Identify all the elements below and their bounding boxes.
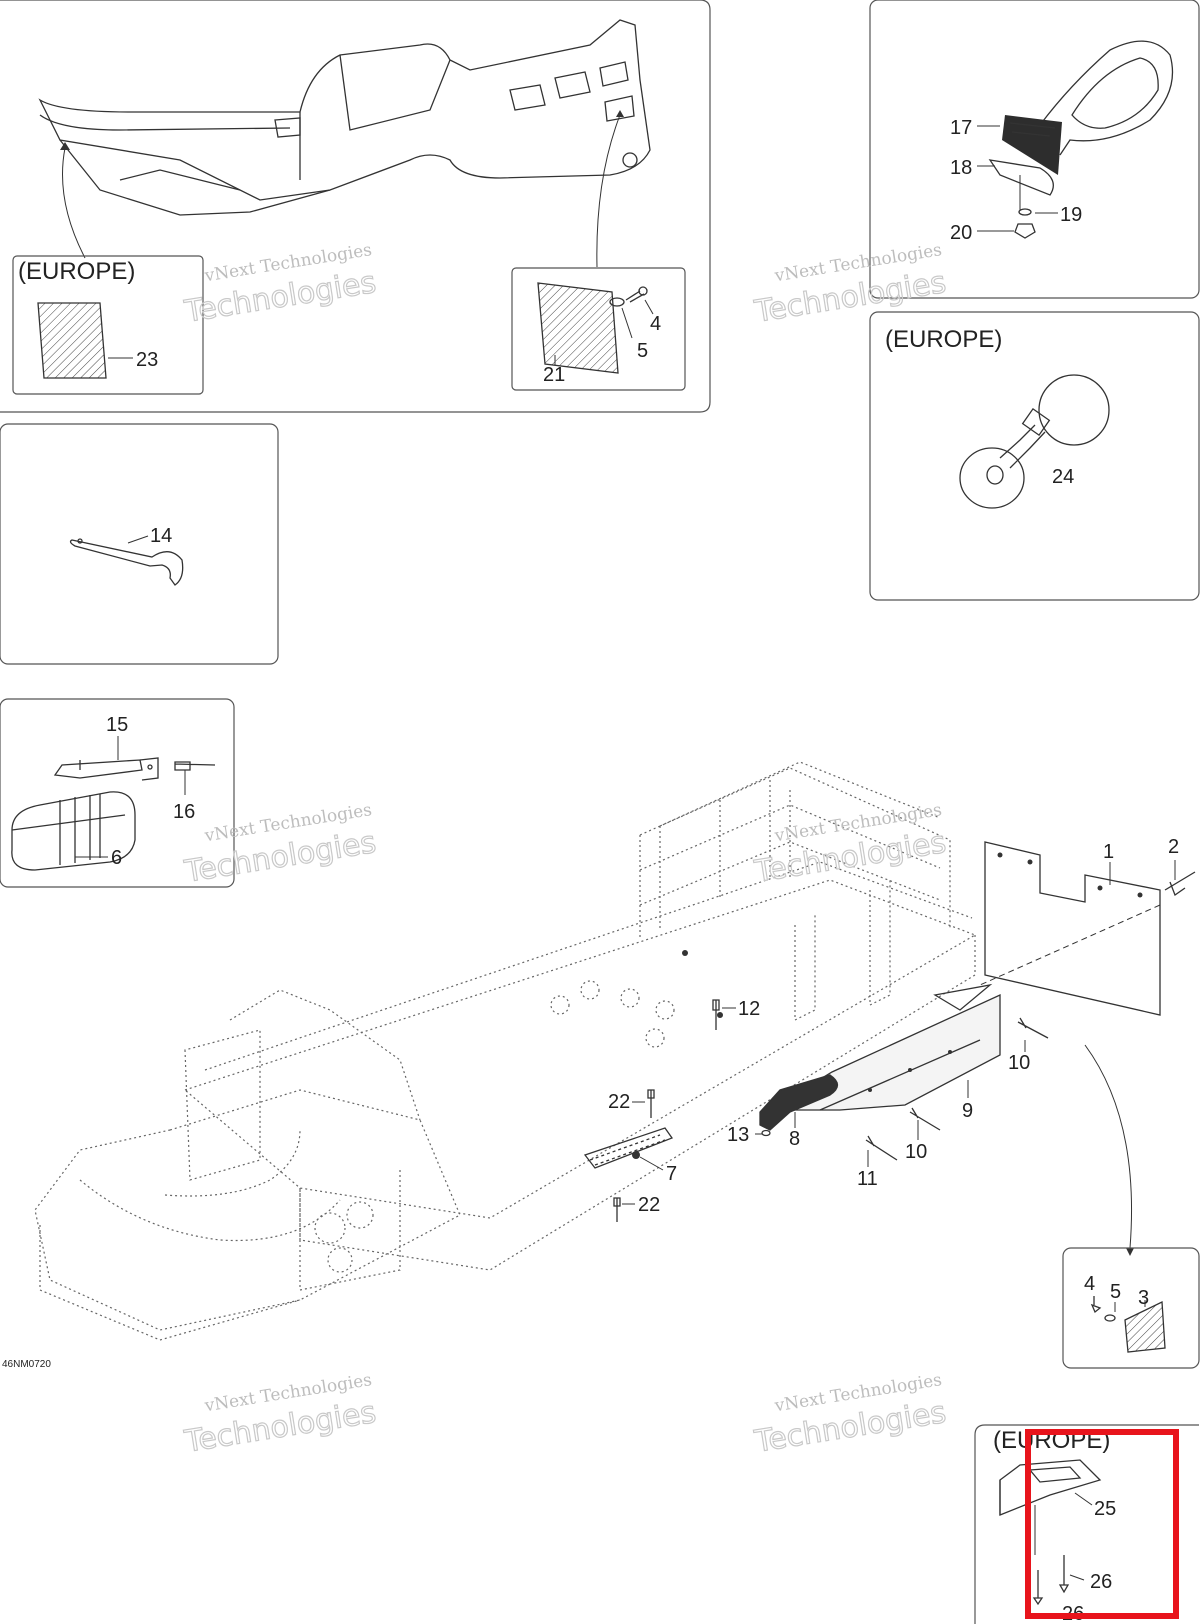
europe-reflector-box: (EUROPE) 23 [12,255,204,395]
callout-8: 8 [789,1128,800,1150]
callout-17: 17 [950,117,972,139]
callout-2: 2 [1168,836,1179,858]
callout-11: 11 [857,1168,878,1190]
callout-10a: 10 [1008,1052,1030,1074]
callout-7: 7 [666,1163,677,1185]
callout-1: 1 [1103,841,1114,863]
callout-24: 24 [1052,466,1074,488]
callout-22b: 22 [638,1194,660,1216]
region-title-europe: (EUROPE) [18,258,135,285]
callout-26a: 26 [1090,1571,1112,1593]
callout-10b: 10 [905,1141,927,1163]
callout-3: 3 [1138,1287,1149,1309]
callout-16: 16 [173,801,195,823]
callout-23: 23 [136,349,158,371]
callout-9: 9 [962,1100,973,1122]
callout-18: 18 [950,157,972,179]
callout-12: 12 [738,998,760,1020]
callout-5a: 5 [637,340,648,362]
callout-5b: 5 [1110,1281,1121,1303]
drawing-code: 46NM0720 [2,1359,51,1370]
callout-19: 19 [1060,204,1082,226]
mud-flap-assembly: 1 2 [979,836,1196,1256]
panel-storage-bag: 15 16 6 [0,698,235,888]
panel-mirror: 17 18 19 20 [869,0,1200,299]
rivets-and-step: 12 22 22 7 [583,998,760,1222]
highlight-box [1025,1429,1179,1619]
panel-europe-cover: (EUROPE) 25 26 26 [974,1424,1199,1624]
callout-15: 15 [106,714,128,736]
callout-25: 25 [1094,1498,1116,1520]
callout-4a: 4 [650,313,661,335]
callout-20: 20 [950,222,972,244]
callout-6: 6 [111,847,122,869]
panel-rear-body [0,0,711,413]
callout-22a: 22 [608,1091,630,1113]
reflector-kit-box: 21 4 5 [511,267,686,391]
callout-21: 21 [543,364,565,386]
side-guards: 10 10 11 9 8 13 [727,983,1049,1190]
callout-4b: 4 [1084,1273,1095,1295]
callout-13: 13 [727,1124,749,1146]
region-title-europe: (EUROPE) [885,326,1002,353]
chassis-frame [34,761,977,1341]
callout-14: 14 [150,525,172,547]
watermark: vNext Technologies Technologies vNext Te… [181,240,949,1460]
panel-reflector-3: 4 5 3 [1062,1247,1200,1369]
panel-wrench: 14 [0,423,279,665]
panel-horn-europe: (EUROPE) 24 [869,311,1200,601]
